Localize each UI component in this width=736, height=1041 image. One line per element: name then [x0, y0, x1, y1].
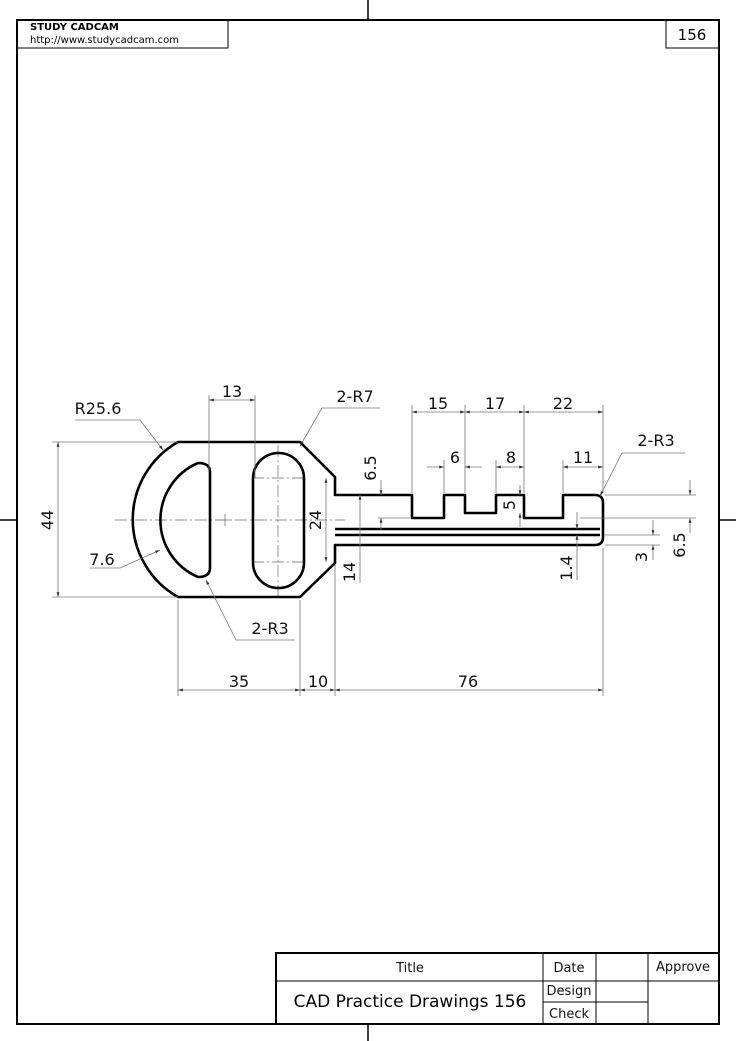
- key-outline: [131, 440, 605, 599]
- dim-groove-depth-right: 6.5: [670, 532, 689, 557]
- extension-lines: [52, 395, 696, 696]
- dim-groove-offset: 1.4: [557, 555, 576, 580]
- dim-head-height: 44: [38, 510, 57, 530]
- dim-pitch-3: 22: [553, 394, 573, 413]
- d-shaped-hole: [159, 461, 212, 579]
- dim-groove-depth-left: 6.5: [361, 455, 380, 480]
- blade-groove: [335, 527, 600, 537]
- sheet-border: [16, 19, 720, 1025]
- dim-pitch-2: 17: [485, 394, 505, 413]
- title-label: Title: [395, 961, 424, 976]
- dim-slot-radius: 2-R7: [336, 387, 373, 406]
- title-block: Title Date Approve CAD Practice Drawings…: [275, 952, 720, 1025]
- dim-blade-width: 14: [340, 562, 359, 582]
- dim-blade-length: 76: [458, 672, 478, 691]
- design-label: Design: [547, 984, 592, 999]
- company-url[interactable]: http://www.studycadcam.com: [30, 35, 179, 46]
- dim-slot-length: 24: [306, 510, 325, 530]
- company-name: STUDY CADCAM: [30, 22, 119, 33]
- dim-head-radius: R25.6: [75, 399, 122, 418]
- dim-pitch-1: 15: [428, 394, 448, 413]
- dim-ring-width: 7.6: [89, 550, 114, 569]
- dim-tip-radius: 2-R3: [637, 431, 674, 450]
- check-label: Check: [549, 1007, 589, 1022]
- approve-label: Approve: [656, 960, 710, 975]
- dim-groove-width: 3: [632, 552, 651, 562]
- dim-tip-flat: 11: [573, 448, 593, 467]
- dim-tooth-1: 6: [450, 448, 460, 467]
- dimension-lines: [56, 398, 692, 692]
- dim-head-length: 35: [229, 672, 249, 691]
- dim-notch-depth: 5: [500, 500, 519, 510]
- drawing-title: CAD Practice Drawings 156: [294, 992, 527, 1012]
- header-box: STUDY CADCAM http://www.studycadcam.com …: [16, 19, 720, 49]
- date-label: Date: [553, 961, 584, 976]
- dim-d-hole-radius: 2-R3: [251, 619, 288, 638]
- sheet-number: 156: [678, 26, 707, 44]
- dim-slot-spacing: 13: [222, 382, 242, 401]
- centerlines: [115, 445, 345, 596]
- dim-neck-length: 10: [308, 672, 328, 691]
- dim-tooth-2: 8: [506, 448, 516, 467]
- obround-slot: [251, 451, 306, 590]
- dimension-labels: R25.6 13 2-R7 44 7.6 24 2-R3 35 10 76 6.…: [38, 382, 689, 691]
